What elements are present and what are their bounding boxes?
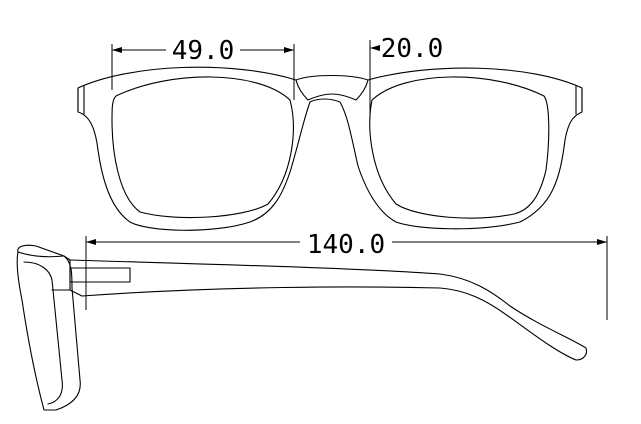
right-hinge (575, 85, 583, 115)
left-lens (111, 76, 294, 219)
side-view (16, 244, 588, 411)
bridge-width-dimension: 20.0 (369, 34, 444, 118)
temple-length-label: 140.0 (307, 230, 385, 260)
frame-front-outline (77, 66, 583, 231)
lens-width-label: 49.0 (172, 36, 235, 66)
lens-width-dimension: 49.0 (111, 34, 295, 100)
frame-side-outline (16, 244, 81, 411)
right-lens (369, 76, 550, 219)
hinge-slot (69, 267, 131, 283)
temple-arm (69, 259, 588, 361)
front-view (77, 66, 583, 231)
bridge (295, 79, 369, 101)
temple-length-dimension: 140.0 (85, 228, 608, 320)
hinge-block (51, 255, 83, 297)
frame-side-inner (17, 251, 65, 405)
left-hinge (77, 85, 85, 115)
bridge-width-label: 20.0 (381, 34, 444, 64)
